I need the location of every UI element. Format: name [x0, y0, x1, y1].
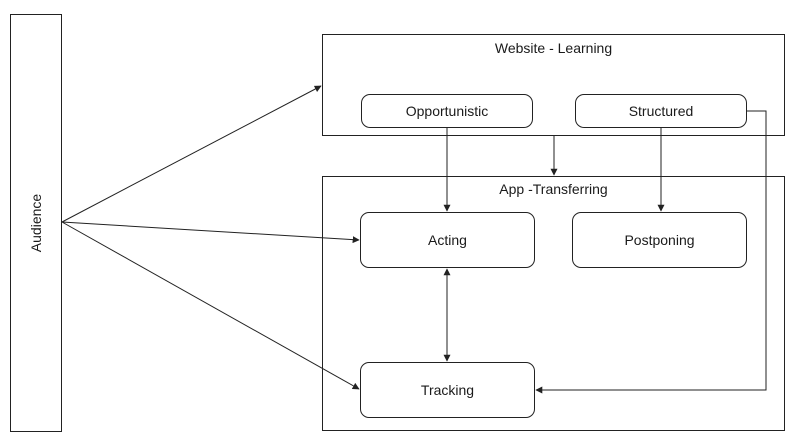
edge-audience-to-website [61, 85, 322, 223]
edge-audience-to-acting [61, 221, 360, 244]
node-opportunistic-label: Opportunistic [405, 103, 489, 119]
node-structured-label: Structured [628, 103, 694, 119]
node-postponing: Postponing [572, 212, 747, 268]
audience-box: Audience [10, 14, 62, 432]
node-structured: Structured [575, 94, 747, 128]
node-postponing-label: Postponing [624, 232, 695, 248]
edge-structured-to-tracking [535, 110, 767, 394]
node-acting-label: Acting [428, 232, 467, 248]
node-tracking-label: Tracking [420, 382, 475, 398]
edge-audience-to-tracking [61, 221, 360, 390]
node-opportunistic: Opportunistic [361, 94, 533, 128]
website-learning-title: Website - Learning [494, 40, 613, 56]
node-acting: Acting [360, 212, 535, 268]
node-tracking: Tracking [360, 362, 535, 418]
app-transferring-title: App -Transferring [499, 181, 608, 197]
